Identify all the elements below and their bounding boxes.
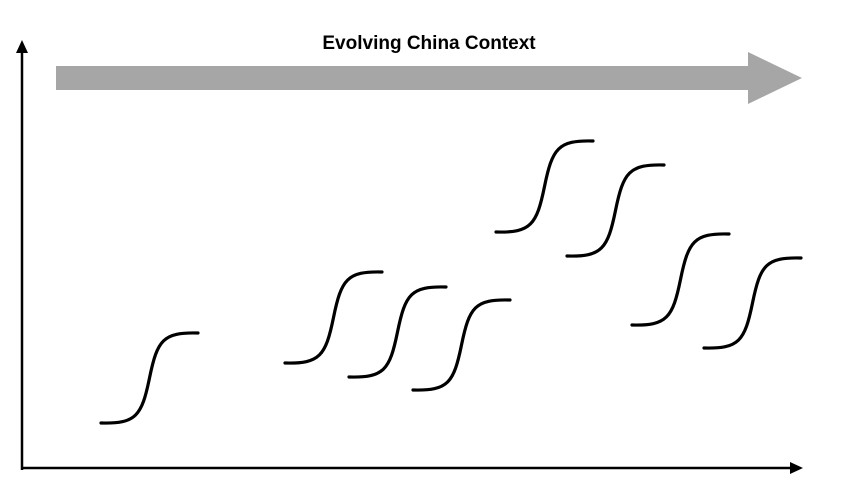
context-banner-arrow (56, 52, 802, 104)
banner-title: Evolving China Context (322, 33, 536, 54)
x-axis-arrowhead (790, 462, 803, 474)
s-curve-2 (283, 270, 384, 365)
s-curve-6 (565, 163, 666, 258)
s-curve-4 (411, 298, 512, 392)
axes (20, 50, 792, 470)
s-curve-7 (630, 232, 731, 327)
s-curve-1 (99, 331, 200, 425)
s-curve-8 (702, 256, 803, 350)
s-curve-5 (494, 139, 595, 234)
y-axis-arrowhead (16, 40, 28, 53)
s-curve-3 (347, 285, 448, 379)
s-curves-group (99, 139, 803, 425)
